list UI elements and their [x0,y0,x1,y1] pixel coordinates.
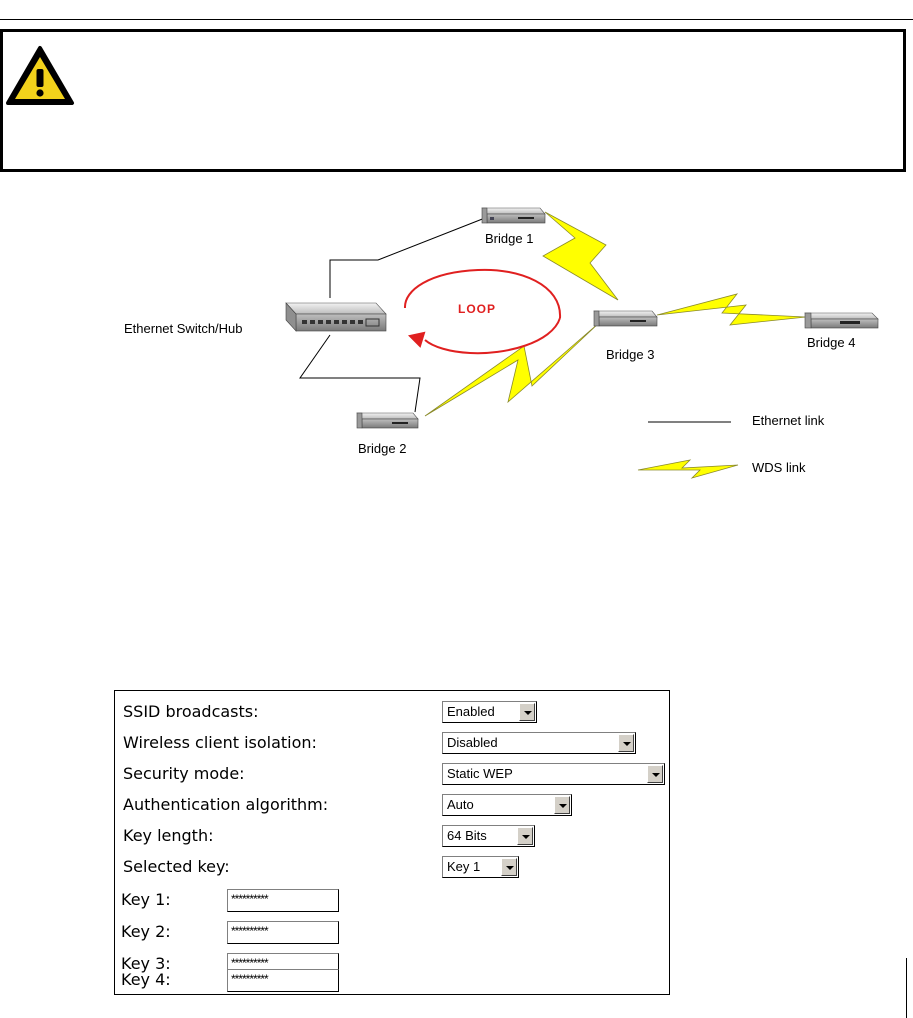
legend-ethernet-label: Ethernet link [752,413,825,428]
selected-key-label: Selected key: [123,857,230,876]
warning-icon [6,46,74,105]
bridge3-device [593,310,658,327]
key2-value: ********** [231,924,269,938]
ethernet-link-bridge2 [299,334,421,413]
bridge2-label: Bridge 2 [358,441,406,456]
ethernet-switch-device [285,302,387,332]
auth-algorithm-select[interactable]: Auto [442,794,572,816]
client-isolation-select[interactable]: Disabled [442,732,636,754]
chevron-down-icon[interactable] [501,858,517,876]
key2-label: Key 2: [121,922,171,941]
wds-link-bridge3-bridge4 [656,293,807,326]
key4-input[interactable]: ********** [227,969,339,992]
switch-label: Ethernet Switch/Hub [124,321,243,336]
chevron-down-icon[interactable] [517,827,533,845]
key-length-label: Key length: [123,826,214,845]
legend-wds-symbol [637,459,739,479]
wds-link-bridge1-bridge3 [542,211,619,301]
key4-label: Key 4: [121,970,171,989]
chevron-down-icon[interactable] [519,703,535,721]
key4-value: ********** [231,972,269,986]
bridge2-device [356,412,419,429]
wireless-security-form: SSID broadcasts: Enabled Wireless client… [114,690,670,995]
bridge4-device [804,312,879,329]
header-rule [0,19,913,20]
key-length-value: 64 Bits [447,828,487,843]
security-mode-label: Security mode: [123,764,245,783]
key1-input[interactable]: ********** [227,889,339,912]
auth-algorithm-label: Authentication algorithm: [123,795,329,814]
loop-label: LOOP [458,302,496,316]
wds-loop-diagram: LOOP Bridge 1 [124,207,879,479]
ssid-broadcasts-label: SSID broadcasts: [123,702,259,721]
wds-link-bridge2-bridge3 [424,321,601,417]
ethernet-links [299,215,491,413]
chevron-down-icon[interactable] [554,796,570,814]
key1-value: ********** [231,892,269,906]
selected-key-value: Key 1 [447,859,481,874]
auth-algorithm-value: Auto [447,797,474,812]
security-mode-select[interactable]: Static WEP [442,763,665,785]
ethernet-link-bridge1 [329,215,491,298]
legend-wds-label: WDS link [752,460,806,475]
key2-input[interactable]: ********** [227,921,339,944]
key-length-select[interactable]: 64 Bits [442,825,535,847]
bridge1-device [481,207,546,224]
ssid-broadcasts-value: Enabled [447,704,495,719]
page-edge-rule [906,958,907,1018]
bridge4-label: Bridge 4 [807,335,855,350]
chevron-down-icon[interactable] [618,734,634,752]
loop-arrow [403,268,562,355]
key1-label: Key 1: [121,890,171,909]
chevron-down-icon[interactable] [647,765,663,783]
ssid-broadcasts-select[interactable]: Enabled [442,701,537,723]
client-isolation-label: Wireless client isolation: [123,733,317,752]
selected-key-select[interactable]: Key 1 [442,856,519,878]
bridge1-label: Bridge 1 [485,231,533,246]
security-mode-value: Static WEP [447,766,513,781]
key3-label: Key 3: [121,954,171,973]
bridge3-label: Bridge 3 [606,347,654,362]
key3-value: ********** [231,956,269,970]
client-isolation-value: Disabled [447,735,498,750]
warning-box [0,29,906,172]
